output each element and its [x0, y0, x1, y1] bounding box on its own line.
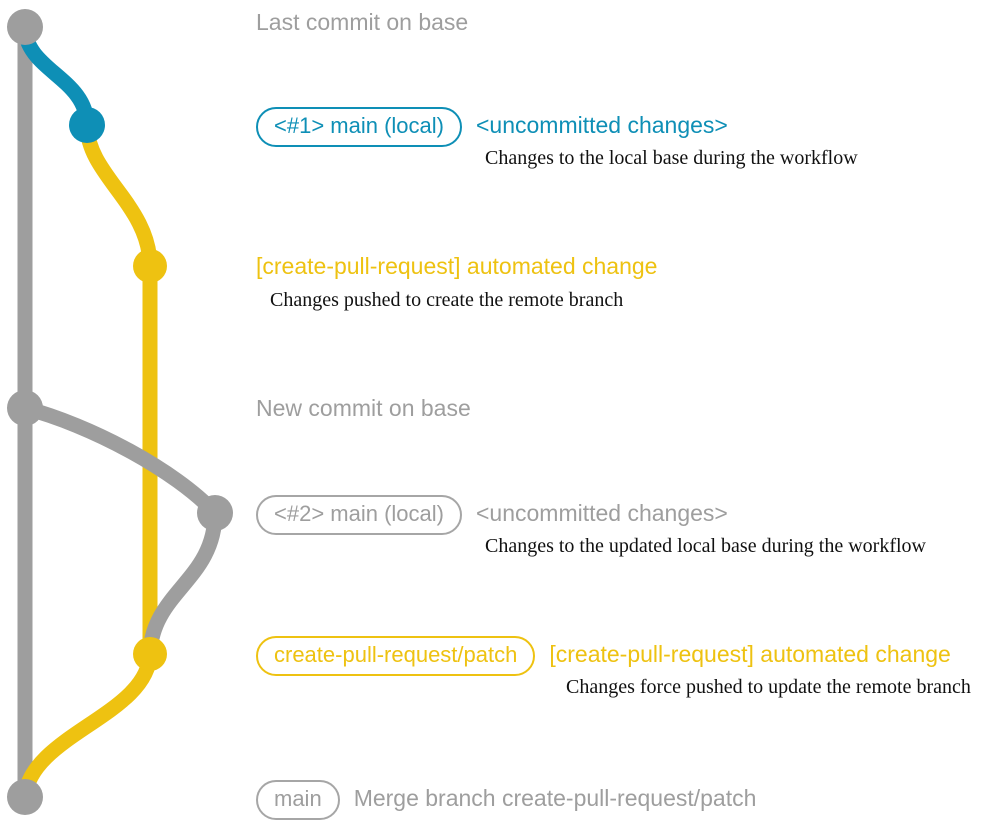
- commit-node-local-commit-1[interactable]: [69, 107, 105, 143]
- commit-description-remote-commit-1: Changes pushed to create the remote bran…: [270, 289, 624, 311]
- edge-local-2-to-remote-2: [142, 505, 223, 662]
- commit-description-remote-commit-2: Changes force pushed to update the remot…: [566, 676, 971, 698]
- commit-row-remote-commit-2: create-pull-request/patch [create-pull-r…: [256, 636, 951, 676]
- commit-row-local-commit-1: <#1> main (local) <uncommitted changes>: [256, 107, 728, 147]
- commit-node-local-commit-2[interactable]: [197, 495, 233, 531]
- commit-subject-remote-commit-2: [create-pull-request] automated change: [549, 641, 951, 667]
- commit-subject-merge-commit: Merge branch create-pull-request/patch: [353, 785, 757, 811]
- commit-subject-last-commit-on-base: Last commit on base: [256, 9, 469, 35]
- branch-pill-local-commit-2[interactable]: <#2> main (local): [256, 495, 462, 535]
- commit-row-new-commit-on-base: New commit on base: [256, 394, 471, 422]
- commit-row-last-commit-on-base: Last commit on base: [256, 8, 468, 36]
- commit-subject-local-commit-2: <uncommitted changes>: [475, 500, 728, 526]
- edge-remote-2-to-merge: [17, 646, 158, 805]
- branch-pill-merge-commit[interactable]: main: [256, 780, 340, 820]
- commit-description-local-commit-1: Changes to the local base during the wor…: [485, 147, 858, 169]
- commit-node-remote-commit-1[interactable]: [133, 249, 167, 283]
- commit-row-remote-commit-1: [create-pull-request] automated change: [256, 252, 657, 280]
- commit-subject-new-commit-on-base: New commit on base: [256, 395, 471, 421]
- commit-graph: [7, 9, 233, 815]
- commit-node-base-new[interactable]: [7, 390, 43, 426]
- commit-subject-remote-commit-1: [create-pull-request] automated change: [256, 253, 658, 279]
- branch-pill-remote-commit-2[interactable]: create-pull-request/patch: [256, 636, 536, 676]
- commit-row-local-commit-2: <#2> main (local) <uncommitted changes>: [256, 495, 728, 535]
- commit-node-merge-commit[interactable]: [7, 779, 43, 815]
- branch-pill-local-commit-1[interactable]: <#1> main (local): [256, 107, 462, 147]
- commit-subject-local-commit-1: <uncommitted changes>: [475, 112, 728, 138]
- edge-base-new-to-local-2: [17, 400, 223, 521]
- commit-node-remote-commit-2[interactable]: [133, 637, 167, 671]
- commit-row-merge-commit: main Merge branch create-pull-request/pa…: [256, 780, 756, 820]
- commit-node-base-head[interactable]: [7, 9, 43, 45]
- commit-description-local-commit-2: Changes to the updated local base during…: [485, 535, 926, 557]
